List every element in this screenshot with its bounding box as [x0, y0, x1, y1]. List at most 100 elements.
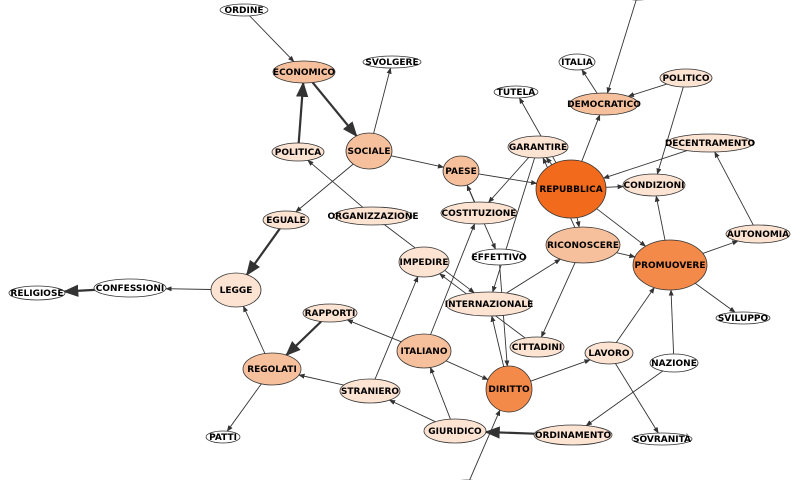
node-label-religiose: RELIGIOSE: [10, 289, 63, 299]
node-promuovere: PROMUOVERE: [632, 239, 708, 291]
edge-lavoro-to-promuovere: [615, 287, 655, 343]
edge-promuovere-to-sviluppo: [694, 282, 736, 313]
node-label-rapporti: RAPPORTI: [305, 309, 356, 319]
edge-nazione-to-promuovere: [668, 289, 675, 355]
node-label-italiano: ITALIANO: [401, 347, 448, 357]
node-ordine: ORDINE: [219, 3, 269, 17]
edge-repubblica-to-riconoscere: [575, 217, 581, 228]
node-label-decentramento: DECENTRAMENTO: [665, 139, 756, 149]
node-confessioni: CONFESSIONI: [93, 278, 167, 298]
edge-sociale-to-paese: [391, 155, 445, 169]
node-shape-promuovere: [632, 239, 708, 291]
node-decentramento: DECENTRAMENTO: [665, 133, 756, 153]
edge-italiano-to-costituzione: [430, 223, 476, 335]
node-lavoro: LAVORO: [584, 341, 634, 365]
edge-nazione-to-ordinamento: [585, 370, 664, 426]
edge-rapporti-to-regolati: [285, 320, 322, 357]
node-shape-cittadini: [509, 336, 565, 358]
node-label-sviluppo: SVILUPPO: [718, 314, 769, 324]
node-legge: LEGGE: [210, 272, 262, 308]
node-internazionale: INTERNAZIONALE: [445, 291, 533, 317]
node-label-paese: PAESE: [445, 167, 477, 177]
edge-regolati-to-legge: [242, 305, 266, 354]
node-shape-politico: [659, 68, 713, 88]
node-label-italia: ITALIA: [561, 58, 593, 68]
edge-organizzazione-to-politica: [307, 159, 364, 208]
node-label-riconoscere: RICONOSCERE: [547, 241, 619, 251]
node-label-democratico: DEMOCRATICO: [567, 100, 641, 110]
node-effettivo: EFFETTIVO: [472, 248, 527, 266]
node-label-autonomia: AUTONOMIA: [727, 230, 789, 240]
edge-diritto-to-lavoro: [530, 359, 591, 382]
node-nazione: NAZIONE: [649, 353, 699, 373]
edge-regolati-to-patti: [226, 383, 262, 432]
node-label-patti: PATTI: [209, 433, 237, 443]
edge-repubblica-to-garantire: [545, 157, 553, 165]
node-religiose: RELIGIOSE: [8, 285, 66, 301]
edge-garantire-to-internazionale: [491, 157, 536, 293]
node-shape-italia: [558, 53, 596, 71]
node-label-straniero: STRANIERO: [341, 387, 399, 397]
node-garantire: GARANTIRE: [507, 135, 569, 159]
node-shape-repubblica: [535, 159, 607, 219]
edge-riconoscere-to-cittadini: [540, 262, 576, 338]
node-sviluppo: SVILUPPO: [715, 311, 771, 325]
node-label-regolati: REGOLATI: [247, 365, 297, 375]
node-politica: POLITICA: [271, 142, 325, 162]
edge-decentramento-to-repubblica: [602, 150, 688, 179]
node-shape-confessioni: [93, 278, 167, 298]
node-shape-ordinamento: [533, 424, 613, 446]
node-shape-legge: [210, 272, 262, 308]
node-shape-regolati: [242, 352, 302, 386]
node-label-confessioni: CONFESSIONI: [96, 284, 165, 294]
node-shape-paese: [442, 155, 480, 187]
node-label-tutela: TUTELA: [497, 88, 535, 98]
edge-straniero-to-impedire: [374, 275, 419, 380]
edge-ordine-to-economico: [249, 15, 295, 63]
node-sovranita: SOVRANITÀ: [631, 432, 693, 446]
node-diritto: DIRITTO: [485, 365, 533, 413]
node-shape-patti: [205, 430, 241, 444]
node-shape-garantire: [507, 135, 569, 159]
edge-economico-to-sociale: [311, 81, 358, 138]
node-label-lavoro: LAVORO: [588, 349, 629, 359]
edge-ordinamento-to-giuridico: [484, 426, 535, 439]
edge-diritto-to-internazionale: [490, 315, 505, 367]
node-shape-riconoscere: [545, 226, 621, 264]
node-patti: PATTI: [205, 430, 241, 444]
node-shape-rapporti: [302, 303, 358, 323]
node-shape-straniero: [339, 378, 401, 404]
node-shape-democratico: [569, 92, 639, 116]
node-label-garantire: GARANTIRE: [509, 143, 567, 153]
node-shape-autonomia: [725, 224, 791, 244]
node-label-repubblica: REPUBBLICA: [539, 185, 602, 195]
edge-italiano-to-rapporti: [346, 319, 402, 343]
node-impedire: IMPEDIRE: [398, 246, 450, 278]
node-tutela: TUTELA: [493, 85, 539, 99]
node-shape-religiose: [8, 285, 66, 301]
edge-garantire-to-costituzione: [488, 157, 530, 203]
node-label-politico: POLITICO: [662, 74, 709, 84]
edges-layer: [62, 0, 754, 480]
node-riconoscere: RICONOSCERE: [545, 226, 621, 264]
node-label-ordinamento: ORDINAMENTO: [535, 431, 612, 441]
edge-politico-to-democratico: [627, 83, 667, 97]
edge-legge-to-confessioni: [165, 286, 212, 292]
node-rapporti: RAPPORTI: [302, 303, 358, 323]
node-shape-economico: [272, 60, 336, 84]
edge-promuovere-to-condizioni: [654, 195, 666, 241]
node-label-politica: POLITICA: [275, 148, 321, 158]
node-shape-nazione: [649, 353, 699, 373]
node-shape-costituzione: [440, 201, 518, 225]
edge-democratico-to-italia: [581, 69, 598, 94]
node-shape-eguale: [262, 210, 310, 230]
node-label-giuridico: GIURIDICO: [428, 427, 482, 437]
node-label-diritto: DIRITTO: [488, 385, 530, 395]
node-shape-diritto: [485, 365, 533, 413]
node-straniero: STRANIERO: [339, 378, 401, 404]
edge-straniero-to-regolati: [298, 373, 344, 386]
node-label-svolgere: SVOLGERE: [365, 58, 418, 68]
node-autonomia: AUTONOMIA: [725, 224, 791, 244]
edge-sociale-to-svolgere: [373, 67, 392, 134]
